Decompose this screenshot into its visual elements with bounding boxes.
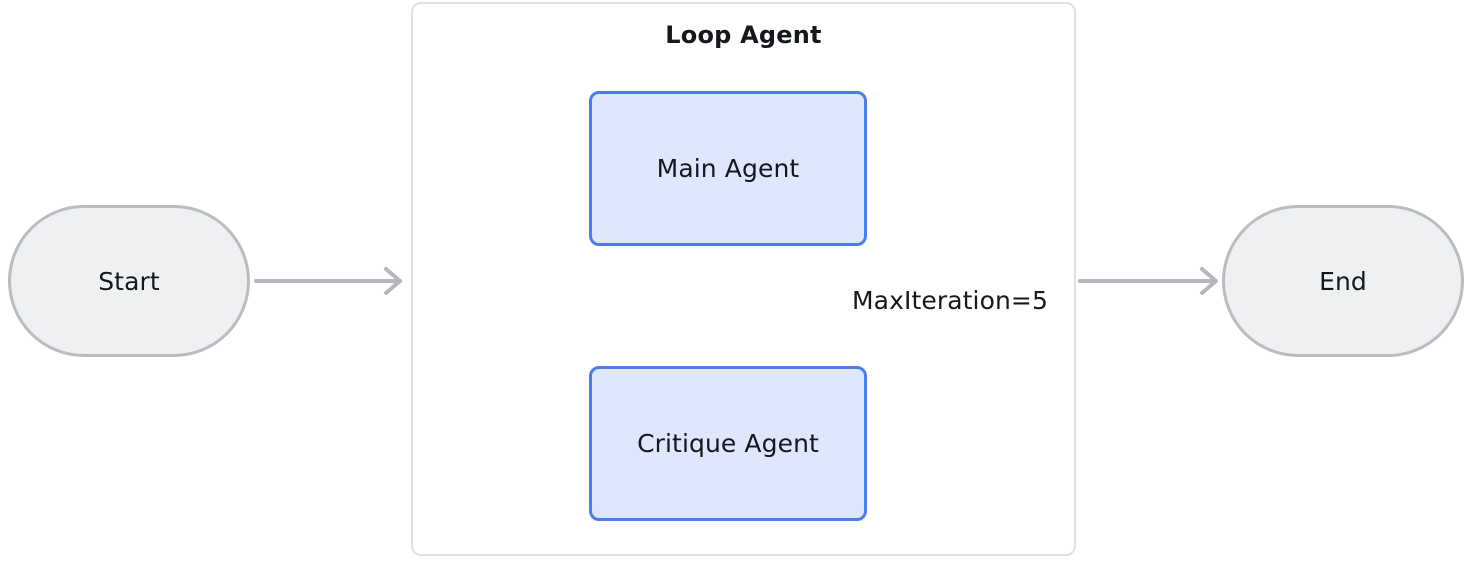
- edge-start-to-loop: [254, 267, 402, 295]
- node-end-label: End: [1319, 266, 1367, 296]
- loop-agent-title: Loop Agent: [665, 21, 822, 49]
- node-end[interactable]: End: [1222, 205, 1464, 357]
- node-start-label: Start: [98, 266, 160, 296]
- edge-label-max-iteration: MaxIteration=5: [846, 285, 1054, 317]
- node-critique-agent[interactable]: Critique Agent: [589, 366, 867, 521]
- node-main-agent-label: Main Agent: [656, 154, 800, 183]
- node-main-agent[interactable]: Main Agent: [589, 91, 867, 246]
- node-start[interactable]: Start: [8, 205, 250, 357]
- edge-loop-to-end: [1078, 267, 1218, 295]
- node-critique-agent-label: Critique Agent: [637, 429, 819, 458]
